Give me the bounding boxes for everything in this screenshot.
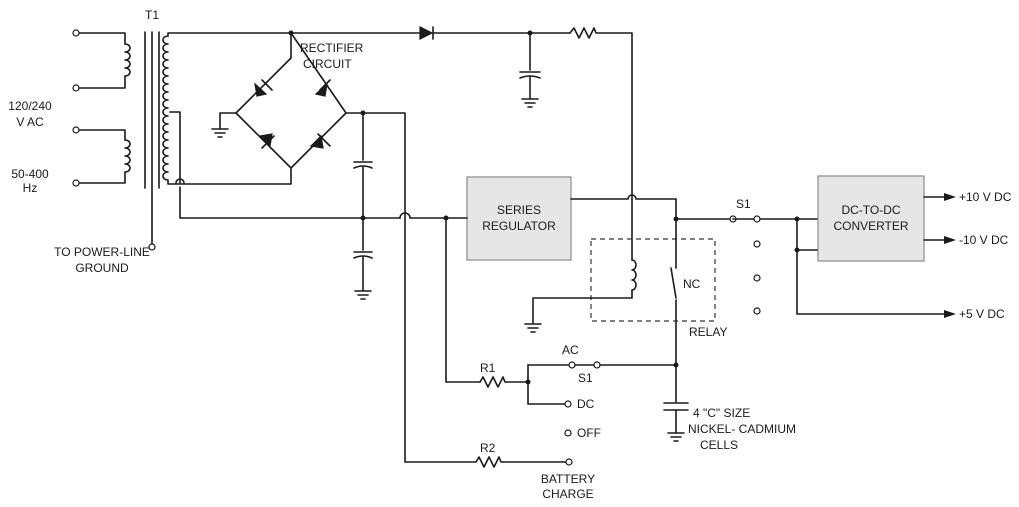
series-regulator	[399, 176, 677, 383]
switch-s1-bottom-label: S1	[578, 371, 593, 385]
switch-s1-top-label: S1	[736, 197, 751, 211]
bridge-diode-1	[254, 82, 268, 97]
input-voltage-label-2: V AC	[16, 115, 44, 129]
rectifier-label-2: CIRCUIT	[303, 57, 352, 71]
filter-capacitors	[353, 110, 373, 300]
output-plus10-label: +10 V DC	[959, 190, 1012, 204]
rectifier-bridge	[211, 32, 406, 463]
series-regulator-label-2: REGULATOR	[482, 219, 556, 233]
series-regulator-label-1: SERIES	[497, 203, 541, 217]
resistor-r2-label: R2	[480, 441, 496, 455]
battery-label-3: CELLS	[700, 438, 738, 452]
relay-label: RELAY	[689, 325, 727, 339]
switch-ac-label: AC	[562, 343, 579, 357]
battery-charge-label-2: CHARGE	[542, 487, 593, 501]
input-voltage-label-1: 120/240	[8, 99, 52, 113]
dc-to-dc-converter	[817, 175, 956, 318]
ground-label-2: GROUND	[75, 261, 129, 275]
relay	[524, 198, 716, 403]
resistor-r1-label: R1	[480, 361, 496, 375]
frequency-label-2: Hz	[23, 181, 38, 195]
converter-label-1: DC-TO-DC	[841, 203, 900, 217]
battery-label-1: 4 "C" SIZE	[693, 406, 750, 420]
frequency-label-1: 50-400	[11, 167, 49, 181]
transformer-t1	[77, 31, 169, 245]
switch-dc-label: DC	[577, 397, 595, 411]
bridge-diode-2	[314, 82, 328, 97]
output-minus10-label: -10 V DC	[959, 233, 1009, 247]
battery-label-2: NICKEL- CADMIUM	[688, 422, 796, 436]
bridge-diode-4	[309, 134, 324, 149]
selector-switch	[404, 361, 677, 468]
output-switch	[675, 215, 945, 315]
secondary-wiring	[167, 32, 421, 219]
rail-diode	[419, 26, 434, 40]
ground-label-1: TO POWER-LINE	[54, 245, 150, 259]
top-rail	[288, 26, 633, 261]
primary-terminals	[72, 29, 156, 251]
converter-label-2: CONVERTER	[833, 219, 908, 233]
switch-off-label: OFF	[577, 426, 601, 440]
relay-contact-label: NC	[683, 277, 701, 291]
rectifier-label-1: RECTIFIER	[300, 41, 364, 55]
transformer-label: T1	[145, 8, 159, 22]
battery	[663, 402, 689, 442]
output-plus5-label: +5 V DC	[959, 307, 1005, 321]
battery-charge-label-1: BATTERY	[541, 472, 595, 486]
